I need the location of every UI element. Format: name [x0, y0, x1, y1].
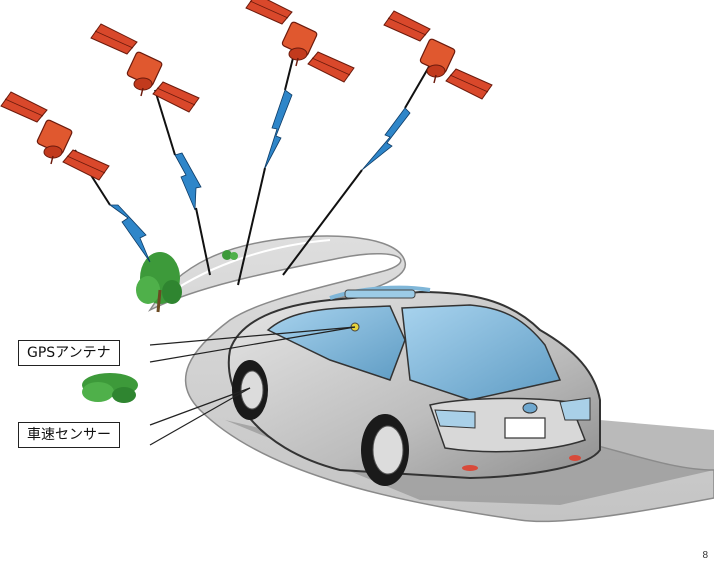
satellite-4-icon [383, 10, 493, 100]
rear-wheel [361, 414, 409, 486]
front-wheel [232, 360, 268, 420]
car [227, 285, 601, 480]
tree-small [222, 250, 238, 260]
satellite-3-icon [245, 0, 355, 83]
gps-antenna-label: GPSアンテナ [18, 340, 120, 366]
license-plate [504, 417, 546, 439]
signal-2 [154, 89, 211, 276]
gps-antenna-leader [149, 326, 356, 363]
satellite-2-icon [90, 23, 200, 113]
bush-left [82, 373, 138, 403]
page-number: 8 [702, 550, 708, 561]
speed-sensor-label: 車速センサー [18, 422, 120, 448]
tree-left [136, 252, 182, 313]
satellite-1-icon [0, 91, 110, 181]
speed-sensor-leader [149, 387, 251, 446]
signal-4 [282, 64, 431, 276]
